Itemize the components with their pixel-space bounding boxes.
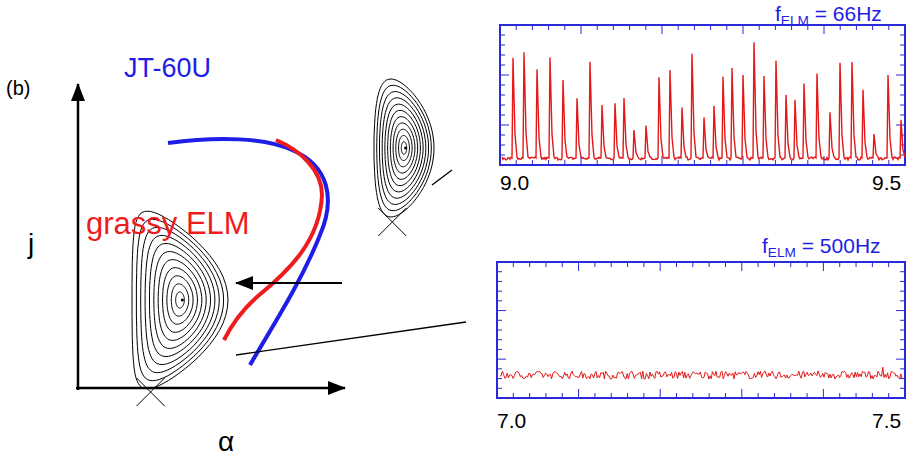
signal-trace [500,367,902,379]
tick-label: 9.0 [500,172,529,193]
signal-trace [502,42,905,160]
frequency-label: fELM = 500Hz [762,235,881,256]
tick-label: 9.5 [872,172,901,193]
plot-frame [497,262,905,398]
flux-surfaces [374,79,434,236]
tick-label: 7.5 [872,410,901,431]
shift-arrow [236,282,342,284]
tick-marks [497,25,905,398]
grassy-boundary-curve [224,140,322,340]
y-axis [77,84,80,390]
tick-label: 7.0 [497,410,526,431]
panel-label: (b) [6,78,30,98]
x-axis [76,387,345,390]
device-label: JT-60U [124,55,211,82]
frequency-label: fELM = 66Hz [775,3,882,24]
plot-frame [500,25,905,165]
leader-line [432,170,452,185]
flux-surfaces [132,211,228,406]
leader-line [236,322,466,355]
boundary-curve [168,139,328,365]
axis-label: j [28,230,34,258]
regime-label: grassy ELM [86,208,250,239]
axis-label: α [218,428,234,456]
